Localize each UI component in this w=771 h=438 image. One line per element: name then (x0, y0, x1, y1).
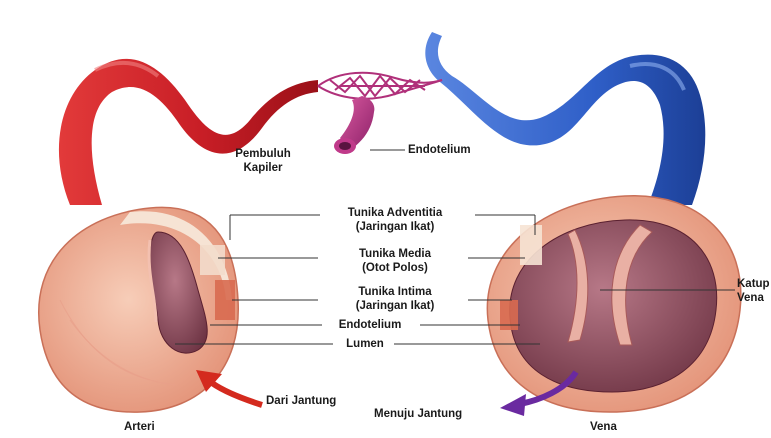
label-tunica-media-line2: (Otot Polos) (310, 261, 480, 275)
label-tunica-media-line1: Tunika Media (310, 247, 480, 261)
label-capillary-line2: Kapiler (228, 161, 298, 175)
label-tunica-intima: Tunika Intima (Jaringan Ikat) (310, 285, 480, 313)
label-valve: Katup Vena (737, 277, 770, 305)
label-vein: Vena (590, 420, 617, 434)
label-endothelium-mid: Endotelium (310, 318, 430, 332)
label-from-heart: Dari Jantung (266, 394, 336, 408)
label-tunica-intima-line1: Tunika Intima (310, 285, 480, 299)
label-endothelium-top: Endotelium (408, 143, 471, 157)
capillary-network (318, 73, 442, 99)
label-capillary-line1: Pembuluh (228, 147, 298, 161)
label-tunica-adventitia-line2: (Jaringan Ikat) (310, 220, 480, 234)
label-to-heart: Menuju Jantung (374, 407, 462, 421)
label-valve-line1: Katup (737, 277, 770, 291)
label-tunica-adventitia-line1: Tunika Adventitia (310, 206, 480, 220)
label-artery: Arteri (124, 420, 155, 434)
vein-tube (425, 32, 705, 205)
artery-tube (59, 59, 318, 205)
label-tunica-intima-line2: (Jaringan Ikat) (310, 299, 480, 313)
label-tunica-media: Tunika Media (Otot Polos) (310, 247, 480, 275)
label-capillary: Pembuluh Kapiler (228, 147, 298, 175)
vein-cross-section (487, 196, 741, 412)
capillary-cross-section (334, 96, 374, 154)
label-valve-line2: Vena (737, 291, 770, 305)
arrow-from-heart (196, 370, 262, 405)
label-tunica-adventitia: Tunika Adventitia (Jaringan Ikat) (310, 206, 480, 234)
label-lumen: Lumen (330, 337, 400, 351)
